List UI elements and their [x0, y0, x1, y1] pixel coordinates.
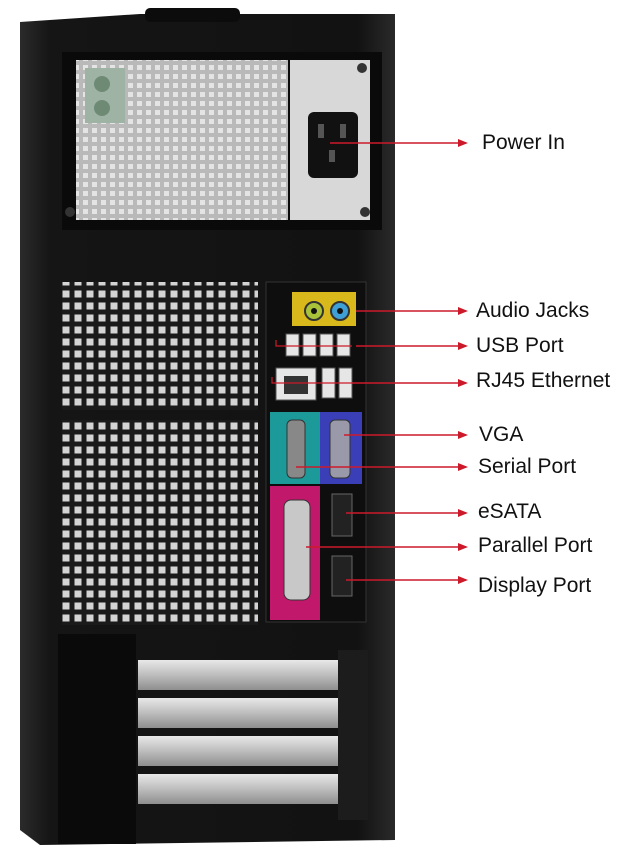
callout-power-in: [330, 139, 468, 147]
label-audio-jacks: Audio Jacks: [476, 299, 590, 322]
label-esata: eSATA: [478, 500, 542, 523]
callout-serial-port: [296, 463, 468, 471]
callout-vga: [344, 431, 468, 439]
usb-ports-row: [285, 333, 351, 357]
callout-audio-jacks: [356, 307, 468, 315]
upper-vent-grille: [62, 282, 258, 410]
label-serial-port: Serial Port: [478, 455, 577, 478]
io-panel: [265, 281, 367, 623]
esata-port: [331, 493, 353, 537]
label-parallel-port: Parallel Port: [478, 534, 593, 557]
callout-usb-port: [275, 340, 468, 350]
label-vga: VGA: [479, 423, 524, 446]
label-power-in: Power In: [482, 131, 565, 154]
label-display-port: Display Port: [478, 574, 592, 597]
label-usb-port: USB Port: [476, 334, 564, 357]
callout-esata: [346, 509, 468, 517]
lower-vent-grille: [62, 420, 258, 625]
callout-parallel-port: [306, 543, 468, 551]
power-supply-unit: [62, 52, 382, 230]
case-top-handle: [145, 8, 240, 22]
callout-display-port: [346, 576, 468, 584]
expansion-slots: [58, 634, 368, 844]
callout-rj45-ethernet: [271, 377, 468, 387]
label-rj45-ethernet: RJ45 Ethernet: [476, 369, 611, 392]
display-port: [331, 555, 353, 597]
